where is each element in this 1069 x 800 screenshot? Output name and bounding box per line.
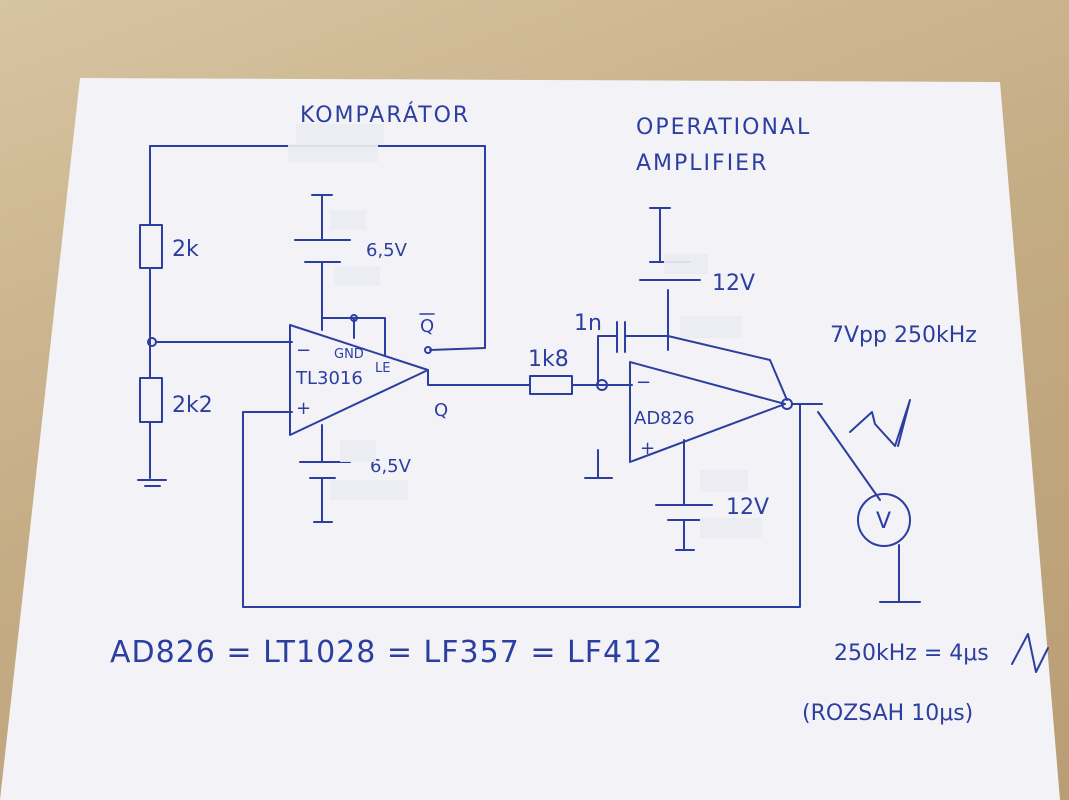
q-output: Q	[434, 400, 448, 421]
period-note: 250kHz = 4μs	[834, 641, 989, 666]
equivalents-note: AD826 = LT1028 = LF357 = LF412	[110, 635, 663, 670]
tape-patches	[288, 124, 762, 538]
opamp-supply-top: 12V	[712, 271, 755, 296]
voltmeter-label: V	[876, 509, 891, 534]
comparator-minus: −	[296, 340, 311, 361]
comparator-title: KOMPARÁTOR	[300, 102, 470, 128]
paper	[0, 78, 1060, 800]
period-pulse-sketch	[1011, 633, 1049, 673]
opamp-plus: +	[640, 438, 655, 459]
comparator-tl3016	[242, 194, 801, 608]
comparator-supply-bottom: 6,5V	[370, 456, 412, 477]
output-spec: 7Vpp 250kHz	[830, 323, 977, 348]
opamp-minus: −	[636, 372, 651, 393]
opamp-supply-bottom: 12V	[726, 495, 769, 520]
capacitor-1n-label: 1n	[574, 311, 602, 336]
comparator-part-number: TL3016	[295, 368, 363, 389]
resistor-2k2-label: 2k2	[172, 393, 213, 418]
opamp-part-number: AD826	[634, 408, 695, 429]
comparator-supply-top: 6,5V	[366, 240, 408, 261]
range-note: (ROZSAH 10μs)	[802, 701, 973, 726]
input-network	[529, 321, 669, 479]
comparator-gnd-pin: GND	[334, 347, 364, 362]
comparator-plus: +	[296, 398, 311, 419]
comparator-le-pin: LE	[375, 361, 390, 376]
resistor-2k-label: 2k	[172, 237, 199, 262]
opamp-title-line2: AMPLIFIER	[636, 151, 768, 176]
q-bar-output: Q	[420, 316, 434, 337]
resistor-1k8-label: 1k8	[528, 347, 569, 372]
opamp-title-line1: OPERATIONAL	[636, 115, 811, 140]
output-section	[817, 399, 921, 603]
